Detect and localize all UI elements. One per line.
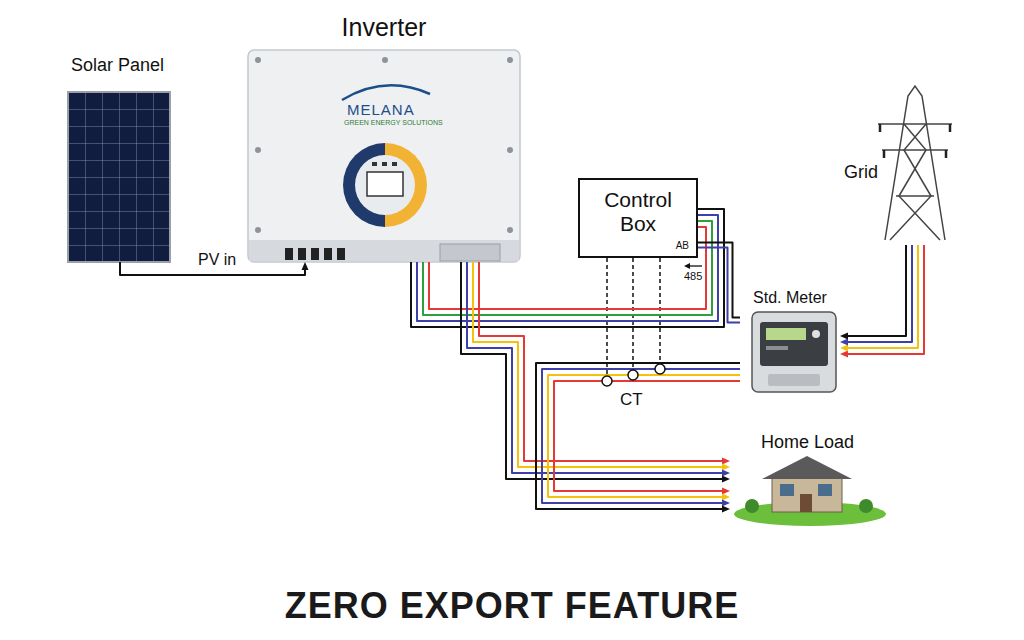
wire-line [479,262,723,461]
wire-connector [461,262,730,483]
arrow-head [840,351,848,358]
signal-name: 485 [684,270,702,283]
inverter-picture [248,50,520,262]
node-title: Home Load [761,432,854,454]
diagram-title: ZERO EXPORT FEATURE [0,584,1024,627]
connector-label: PV in [198,250,236,269]
rs485-arrow [684,263,702,269]
arrow-head [722,506,730,513]
control-box: Control BoxAB [578,178,698,258]
node-title: Solar Panel [71,55,164,77]
arrow-head [722,494,730,501]
brand-tagline: GREEN ENERGY SOLUTIONS [344,119,443,127]
wire-connector [698,243,740,323]
arrow-head [722,476,730,483]
wire-connector [840,245,924,358]
wire-line [698,248,740,323]
energy-meter-picture [752,312,836,392]
arrow-head [722,470,730,477]
wire-line [554,381,740,491]
arrow-head [722,464,730,471]
grid-tower: Grid [840,86,960,245]
part-name: CT [620,390,643,410]
arrow-head [840,333,848,340]
brand-logo: MELANA [347,101,415,119]
solar-panel-picture [68,92,170,262]
node-title: Inverter [342,12,427,42]
wire-connector [536,363,740,513]
arrow-head [302,262,309,270]
arrow-head [722,500,730,507]
ct-ring [655,364,665,374]
arrow-head [722,488,730,495]
node-title: Control Box [584,188,692,236]
wire-line [847,245,912,342]
solar-panel: Solar Panel [55,55,180,262]
ct-ring [628,370,638,380]
wire-line [847,245,924,354]
current-transformer [607,258,660,376]
house-picture [734,456,886,526]
wire-line [536,363,740,509]
wire-line [473,262,723,467]
wire-line [847,245,918,348]
arrow-head [840,345,848,352]
inverter: Inverter [248,12,520,262]
node-title: Grid [844,162,878,184]
wire-line [847,245,906,336]
transmission-tower-picture [878,86,952,240]
energy-meter: Std. Meter [740,288,840,395]
wire-line [461,262,723,479]
wire-line [548,375,740,497]
node-title: Std. Meter [753,288,827,307]
home-load: Home Load [730,432,885,528]
wire-line [698,243,740,318]
arrow-head [840,339,848,346]
arrow-head [722,458,730,465]
terminal-label: AB [676,240,689,252]
ct-ring [602,376,612,386]
wire-line [542,369,740,503]
